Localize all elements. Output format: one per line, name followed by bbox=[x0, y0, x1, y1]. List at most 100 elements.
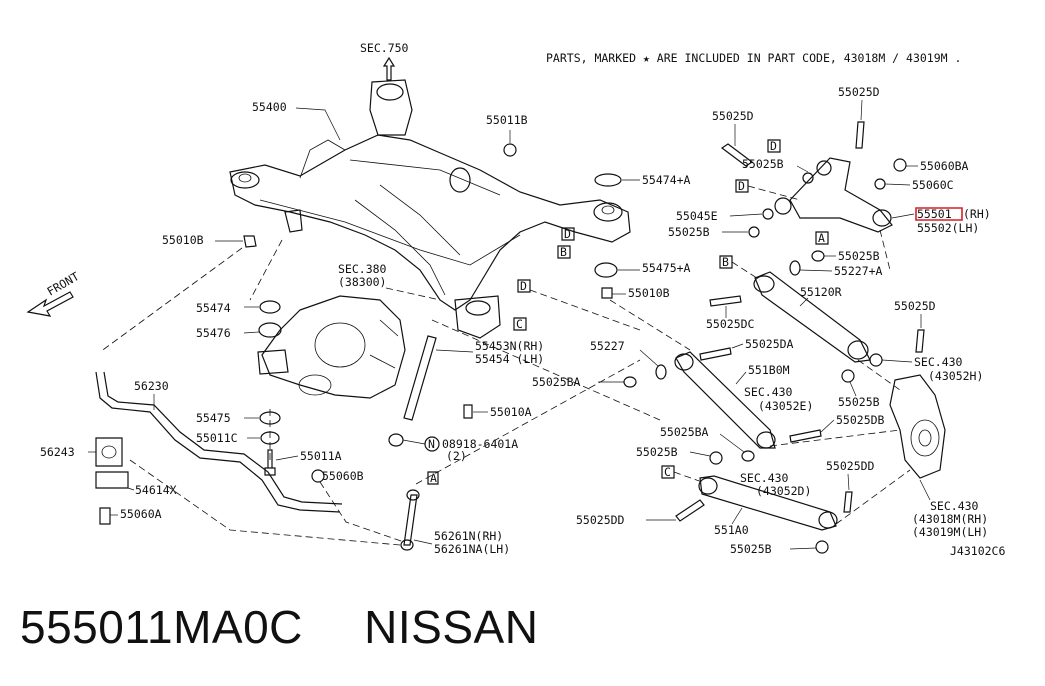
label-sec430-d-rh: (43018M(RH) bbox=[912, 512, 988, 526]
label-55011A[interactable]: 55011A bbox=[300, 449, 342, 463]
stabilizer-link[interactable] bbox=[403, 494, 418, 546]
link-551B0M[interactable] bbox=[674, 351, 776, 449]
label-55011C[interactable]: 55011C bbox=[196, 431, 238, 445]
rear-subframe[interactable] bbox=[229, 79, 631, 339]
label-55010B-left[interactable]: 55010B bbox=[162, 233, 204, 247]
letter-D-3: D bbox=[770, 139, 777, 153]
link-551A0[interactable] bbox=[698, 475, 838, 531]
label-55045E[interactable]: 55045E bbox=[676, 209, 718, 223]
label-sec430-b[interactable]: SEC.430 bbox=[744, 385, 793, 399]
nut-icon bbox=[741, 450, 755, 462]
washer-icon bbox=[594, 262, 618, 278]
label-551A0[interactable]: 551A0 bbox=[714, 523, 749, 537]
label-55474A[interactable]: 55474+A bbox=[642, 173, 691, 187]
letter-B-2: B bbox=[722, 255, 729, 269]
washer-icon bbox=[789, 260, 801, 276]
label-55060BA[interactable]: 55060BA bbox=[920, 159, 969, 173]
label-55227A[interactable]: 55227+A bbox=[834, 264, 883, 278]
label-08918[interactable]: 08918-6401A bbox=[442, 437, 518, 451]
letter-C-1: C bbox=[516, 317, 523, 331]
bushing-icon bbox=[258, 322, 282, 338]
label-55025DD-2[interactable]: 55025DD bbox=[576, 513, 625, 527]
highlight-box bbox=[915, 207, 963, 221]
label-55475A[interactable]: 55475+A bbox=[642, 261, 691, 275]
label-sec380-code: (38300) bbox=[338, 275, 386, 289]
label-sec430-d[interactable]: SEC.430 bbox=[930, 499, 979, 513]
bolt-icon bbox=[720, 143, 754, 167]
washer-icon bbox=[594, 173, 622, 187]
footer: 555011MA0C NISSAN bbox=[20, 600, 586, 654]
letter-A: A bbox=[430, 471, 437, 485]
washer-icon bbox=[874, 178, 886, 190]
axle-knuckle[interactable] bbox=[889, 374, 946, 479]
label-55025B-2[interactable]: 55025B bbox=[742, 157, 784, 171]
bolt-icon bbox=[789, 429, 822, 443]
label-55227[interactable]: 55227 bbox=[590, 339, 625, 353]
nut-icon bbox=[388, 433, 404, 447]
label-55025D-3[interactable]: 55025D bbox=[894, 299, 936, 313]
label-55025B-3[interactable]: 55025B bbox=[838, 249, 880, 263]
label-55501[interactable]: 55501 bbox=[917, 207, 952, 221]
nut-icon bbox=[869, 353, 883, 367]
upper-link[interactable] bbox=[774, 157, 893, 233]
label-sec380[interactable]: SEC.380 bbox=[338, 262, 387, 276]
label-55120R[interactable]: 55120R bbox=[800, 285, 842, 299]
bolt-icon bbox=[99, 507, 111, 525]
label-sec750[interactable]: SEC.750 bbox=[360, 41, 409, 55]
bolt-icon bbox=[264, 449, 276, 476]
label-54614X[interactable]: 54614X bbox=[135, 483, 177, 497]
letter-C-2: C bbox=[664, 465, 671, 479]
washer-icon bbox=[762, 208, 774, 220]
label-55025DA[interactable]: 55025DA bbox=[745, 337, 794, 351]
bolt-icon bbox=[601, 287, 613, 299]
label-55025DC[interactable]: 55025DC bbox=[706, 317, 755, 331]
label-55010A[interactable]: 55010A bbox=[490, 405, 532, 419]
label-55025D-2[interactable]: 55025D bbox=[838, 85, 880, 99]
label-55060B[interactable]: 55060B bbox=[322, 469, 364, 483]
label-55502[interactable]: 55502(LH) bbox=[917, 221, 979, 235]
label-56261NA[interactable]: 56261NA(LH) bbox=[434, 542, 510, 556]
label-55025BA-2[interactable]: 55025BA bbox=[660, 425, 709, 439]
label-08918-qty: (2) bbox=[446, 449, 467, 463]
label-551B0M[interactable]: 551B0M bbox=[748, 363, 790, 377]
washer-icon bbox=[259, 300, 281, 314]
label-55060C[interactable]: 55060C bbox=[912, 178, 954, 192]
label-55010B-mid[interactable]: 55010B bbox=[628, 286, 670, 300]
label-55025DB[interactable]: 55025DB bbox=[836, 413, 885, 427]
label-55454[interactable]: 55454 (LH) bbox=[475, 352, 544, 366]
label-sec430-b-code: (43052E) bbox=[758, 399, 813, 413]
nut-icon bbox=[748, 226, 760, 238]
bolt-icon bbox=[699, 347, 732, 361]
label-56261N[interactable]: 56261N(RH) bbox=[434, 529, 503, 543]
label-55025B-5[interactable]: 55025B bbox=[636, 445, 678, 459]
part-number: 555011MA0C bbox=[20, 601, 303, 653]
label-sec430-d-lh: (43019M(LH) bbox=[912, 525, 988, 539]
label-55475[interactable]: 55475 bbox=[196, 411, 231, 425]
label-55025B-1[interactable]: 55025B bbox=[668, 225, 710, 239]
label-55025DD-1[interactable]: 55025DD bbox=[826, 459, 875, 473]
label-56230[interactable]: 56230 bbox=[134, 379, 169, 393]
label-55400[interactable]: 55400 bbox=[252, 100, 287, 114]
stabilizer-bar[interactable] bbox=[95, 371, 343, 513]
label-55025B-4[interactable]: 55025B bbox=[838, 395, 880, 409]
label-55474[interactable]: 55474 bbox=[196, 301, 231, 315]
letter-D-2: D bbox=[520, 279, 527, 293]
differential[interactable] bbox=[261, 295, 406, 399]
label-55060A[interactable]: 55060A bbox=[120, 507, 162, 521]
label-55011B[interactable]: 55011B bbox=[486, 113, 528, 127]
bolt-icon bbox=[709, 295, 742, 307]
label-56243[interactable]: 56243 bbox=[40, 445, 75, 459]
label-55025B-6[interactable]: 55025B bbox=[730, 542, 772, 556]
label-55453N[interactable]: 55453N(RH) bbox=[475, 339, 544, 353]
label-55476[interactable]: 55476 bbox=[196, 326, 231, 340]
label-sec430-c[interactable]: SEC.430 bbox=[740, 471, 789, 485]
label-55501-side: (RH) bbox=[963, 207, 991, 221]
letter-D-4: D bbox=[738, 179, 745, 193]
ref-box-A bbox=[427, 471, 439, 485]
label-55025BA-1[interactable]: 55025BA bbox=[532, 375, 581, 389]
stay-bar[interactable] bbox=[403, 335, 437, 421]
label-55025D-1[interactable]: 55025D bbox=[712, 109, 754, 123]
nut-icon bbox=[623, 376, 637, 388]
bushing-block bbox=[95, 437, 123, 467]
label-sec430-a[interactable]: SEC.430 bbox=[914, 355, 963, 369]
